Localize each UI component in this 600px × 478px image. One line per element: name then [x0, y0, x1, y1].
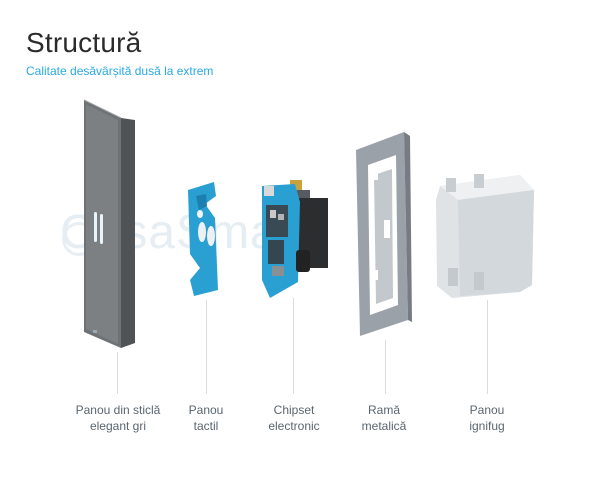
- page-subtitle: Calitate desăvârșită dusă la extrem: [26, 64, 214, 78]
- leader-line-frame: [385, 340, 386, 394]
- chipset-part: [262, 180, 328, 298]
- fireproof-housing-part: [436, 174, 534, 298]
- touch-panel-part: [188, 182, 218, 296]
- leader-line-touch: [206, 300, 207, 394]
- label-glass-panel: Panou din sticlă elegant gri: [75, 403, 161, 433]
- leader-line-housing: [487, 300, 488, 394]
- label-fireproof-panel: Panou ignifug: [469, 403, 505, 433]
- label-touch-panel: Panou tactil: [188, 403, 224, 433]
- leader-line-chipset: [293, 298, 294, 394]
- label-metal-frame: Ramă metalică: [361, 403, 407, 433]
- label-chipset: Chipset electronic: [268, 403, 320, 433]
- metal-frame-part: [356, 132, 412, 336]
- glass-panel-part: [83, 99, 135, 348]
- leader-line-glass: [117, 352, 118, 394]
- page-title: Structură: [26, 27, 142, 58]
